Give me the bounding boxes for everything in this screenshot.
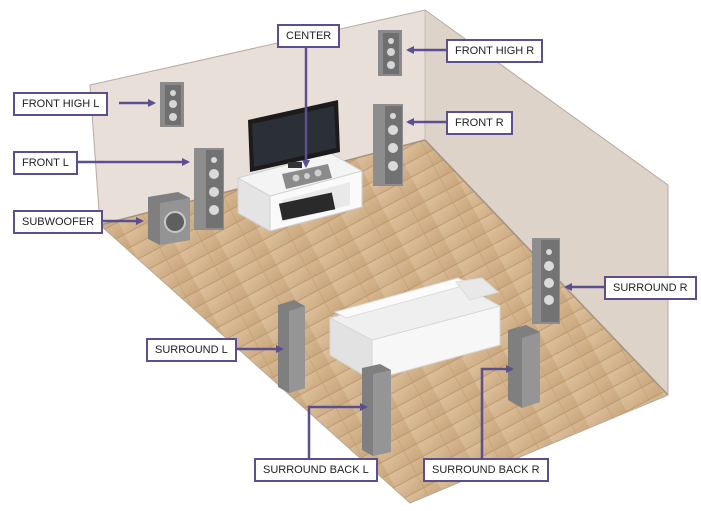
label-center: CENTER bbox=[277, 24, 341, 48]
front-high-r-speaker bbox=[378, 30, 402, 76]
front-l-speaker bbox=[194, 148, 224, 230]
tv-stand bbox=[237, 152, 363, 232]
label-surround-r: SURROUND R bbox=[604, 276, 697, 300]
label-subwoofer: SUBWOOFER bbox=[13, 210, 104, 234]
surround-l-speaker bbox=[278, 300, 305, 393]
surround-back-l-speaker bbox=[362, 364, 391, 456]
callout-arrows bbox=[72, 46, 604, 460]
label-surround-back-l: SURROUND BACK L bbox=[254, 458, 378, 482]
label-surround-l: SURROUND L bbox=[146, 338, 237, 362]
label-front-high-l: FRONT HIGH L bbox=[13, 92, 109, 116]
label-front-high-r: FRONT HIGH R bbox=[446, 39, 544, 63]
center-speaker bbox=[282, 164, 332, 189]
label-front-r: FRONT R bbox=[446, 111, 513, 135]
arrow-surround-back-r bbox=[480, 365, 514, 460]
label-front-l: FRONT L bbox=[13, 151, 78, 175]
tv bbox=[248, 100, 340, 172]
surround-r-speaker bbox=[532, 238, 560, 324]
front-high-l-speaker bbox=[160, 82, 184, 127]
surround-back-r-speaker bbox=[508, 325, 540, 408]
sofa bbox=[329, 277, 501, 381]
front-r-speaker bbox=[373, 104, 403, 186]
label-surround-back-r: SURROUND BACK R bbox=[423, 458, 549, 482]
back-wall bbox=[90, 10, 425, 225]
arrow-surround-back-l bbox=[307, 403, 368, 460]
subwoofer-speaker bbox=[148, 192, 190, 245]
